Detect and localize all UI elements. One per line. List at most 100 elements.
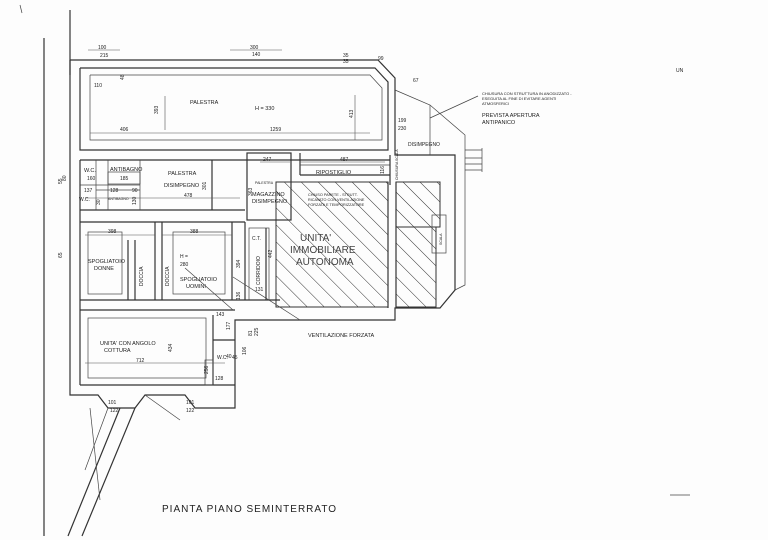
autonomous-unit-hatch — [275, 181, 441, 308]
dim-101b: 101 — [186, 400, 195, 406]
note-intervento-3: FORZATA E TEMPORIZZATORE — [308, 203, 365, 207]
dim-122a: 122 — [110, 408, 119, 414]
room-label-spogliatoio-uomini-1: SPOGLIATOIO — [180, 277, 218, 283]
dim-122b: 122 — [186, 408, 195, 414]
dim-55: 55 — [58, 178, 64, 184]
room-label-ripostiglio: RIPOSTIGLIO — [316, 170, 352, 176]
note-chiusura-3: ATMOSFERICI — [482, 101, 509, 106]
note-corner: UN — [676, 68, 684, 74]
room-label-antibagno2: ANTIBAGNO — [108, 197, 129, 201]
dim-136: 136 — [236, 291, 242, 300]
dim-116: 116 — [380, 166, 386, 174]
dim-215: 215 — [100, 53, 109, 59]
note-chiusura-2: ESEGUITA AL FINE DI EVITARE AGENTI — [482, 96, 556, 101]
room-label-unita-autonoma-1: UNITA' — [300, 233, 331, 244]
dim-301: 301 — [202, 181, 208, 190]
room-label-wc3: W.C. — [217, 355, 228, 361]
dim-35a: 35 — [343, 53, 349, 59]
room-label-doccia-1: DOCCIA — [139, 266, 145, 286]
dim-131: 131 — [255, 287, 264, 293]
dim-140: 140 — [252, 52, 261, 58]
drawing-title: PIANTA PIANO SEMINTERRATO — [162, 504, 337, 515]
dim-442: 442 — [268, 249, 274, 258]
dim-30: 30 — [96, 199, 102, 205]
room-label-h: H = — [180, 254, 188, 260]
dimension-lines — [85, 49, 385, 364]
room-label-palestra: PALESTRA — [190, 100, 219, 106]
east-stair — [394, 89, 483, 291]
site-boundary-lines — [19, 4, 71, 536]
room-label-doccia-2: DOCCIA — [165, 266, 171, 286]
dim-388: 388 — [190, 229, 199, 235]
room-label-palestra-disimpegno-1: PALESTRA — [168, 171, 197, 177]
dim-65: 65 — [58, 252, 64, 258]
dim-143: 143 — [216, 312, 225, 318]
room-label-magazzino-2: DISIMPEGNO — [252, 199, 288, 205]
dim-393: 393 — [154, 105, 160, 114]
dim-35b: 35 — [343, 59, 349, 65]
dim-160: 160 — [87, 176, 96, 182]
room-label-spogliatoio-donne-2: DONNE — [94, 266, 114, 272]
room-label-wc1: W.C. — [84, 168, 96, 174]
dim-712: 712 — [136, 358, 145, 364]
dim-406: 406 — [120, 127, 129, 133]
dim-199: 199 — [398, 118, 407, 124]
leader-lines — [184, 95, 690, 496]
room-label-palestra-h: H = 330 — [255, 106, 274, 112]
room-label-palestra-small: PALESTRA — [255, 181, 274, 185]
room-label-magazzino-1: MAGAZZINO — [252, 192, 285, 198]
dim-225: 225 — [254, 327, 260, 336]
room-label-wc2: W.C. — [79, 197, 90, 203]
dim-99: 99 — [378, 56, 384, 62]
room-label-unita-cottura-2: COTTURA — [104, 348, 131, 354]
dim-487: 487 — [340, 157, 349, 163]
room-label-disimpegno: DISIMPEGNO — [408, 142, 440, 148]
dim-80: 80 — [62, 175, 68, 181]
room-label-h-value: 280 — [180, 262, 189, 268]
note-apertura-2: ANTIPANICO — [482, 120, 516, 126]
room-label-ct: C.T. — [252, 236, 261, 242]
room-label-palestra-disimpegno-2: DISIMPEGNO — [164, 183, 200, 189]
dim-67: 67 — [413, 78, 419, 84]
room-label-unita-autonoma-2: IMMOBILIARE — [290, 245, 356, 256]
note-chiusura-1: CHIUSURA CON STRUTTURA IN ANODIZZATO - — [482, 91, 572, 96]
dim-101a: 101 — [108, 400, 117, 406]
dim-185: 185 — [120, 176, 129, 182]
dim-110: 110 — [94, 83, 102, 89]
room-label-unita-cottura-1: UNITA' CON ANGOLO — [100, 341, 156, 347]
note-intervento-1: CHIUSO PARETE - STRUTT. — [308, 193, 358, 197]
dim-247: 247 — [263, 157, 272, 163]
note-ventilazione: VENTILAZIONE FORZATA — [308, 333, 374, 339]
dim-256: 256 — [204, 365, 210, 374]
dim-363: 363 — [248, 187, 254, 196]
dim-177: 177 — [226, 321, 232, 330]
dim-100: 100 — [98, 45, 107, 51]
dim-48: 48 — [120, 74, 126, 80]
room-label-spogliatoio-donne-1: SPOGLIATOIO — [88, 259, 126, 265]
note-intervento-2: RICAVATO CON VENTILAZIONE — [308, 198, 365, 202]
room-label-scala: SCALA — [439, 233, 443, 245]
room-label-spogliatoio-uomini-2: UOMINI — [186, 284, 206, 290]
dim-413: 413 — [349, 109, 355, 118]
dim-300: 300 — [250, 45, 259, 51]
dim-434: 434 — [168, 343, 174, 352]
dim-40: 40 — [226, 354, 232, 360]
note-apertura-1: PREVISTA APERTURA — [482, 113, 540, 119]
south-access-ramps — [67, 394, 181, 537]
dim-398: 398 — [108, 229, 117, 235]
dim-478: 478 — [184, 193, 193, 199]
room-label-unita-autonoma-3: AUTONOMA — [296, 257, 354, 268]
dim-137: 137 — [84, 188, 93, 194]
dim-1259: 1259 — [270, 127, 281, 133]
dim-128a: 128 — [110, 188, 119, 194]
dim-230: 230 — [398, 126, 407, 132]
dim-130: 130 — [132, 196, 138, 205]
dim-45: 45 — [232, 355, 238, 361]
dim-90: 90 — [132, 188, 138, 194]
room-label-corridoio: CORRIDOIO — [256, 256, 262, 285]
dim-394: 394 — [236, 259, 242, 268]
room-label-antibagno: ANTIBAGNO — [110, 167, 143, 173]
dim-128b: 128 — [215, 376, 224, 382]
dim-81: 81 — [248, 330, 254, 336]
